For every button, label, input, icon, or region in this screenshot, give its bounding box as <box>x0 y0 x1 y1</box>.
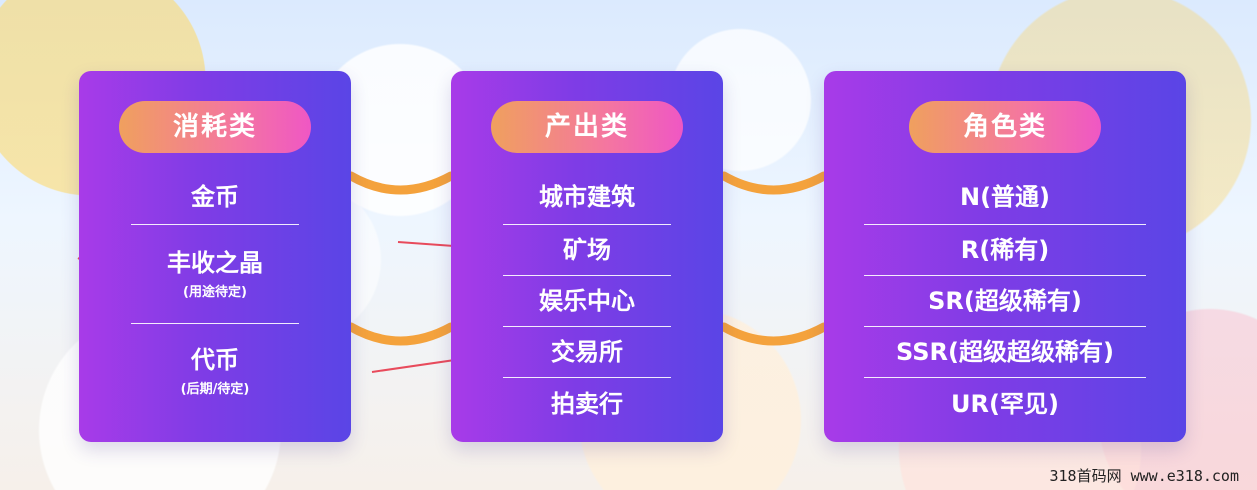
item-note: (用途待定) <box>183 285 247 300</box>
connector-top-left <box>346 171 456 195</box>
item-label: 丰收之晶 <box>167 249 263 277</box>
outputs-list: 城市建筑 矿场 娱乐中心 交易所 拍卖行 <box>451 170 723 430</box>
list-item-token: 代币 (后期/待定) <box>131 324 299 424</box>
item-note: (后期/待定) <box>180 382 250 397</box>
list-item-auction-house: 拍卖行 <box>551 390 623 418</box>
list-item-r-rare: R(稀有) <box>864 225 1146 276</box>
consumables-list: 金币 丰收之晶 (用途待定) 代币 (后期/待定) <box>79 170 351 424</box>
list-item-exchange: 交易所 <box>503 327 671 378</box>
category-title-consumables: 消耗类 <box>119 101 311 153</box>
watermark-text: 318首码网 www.e318.com <box>1049 467 1240 485</box>
connector-bottom-left <box>346 322 456 346</box>
characters-list: N(普通) R(稀有) SR(超级稀有) SSR(超级超级稀有) UR(罕见) <box>824 170 1186 430</box>
list-item-city-buildings: 城市建筑 <box>503 170 671 225</box>
list-item-sr-super-rare: SR(超级稀有) <box>864 276 1146 327</box>
list-item-n-normal: N(普通) <box>864 170 1146 225</box>
list-item-mine: 矿场 <box>503 225 671 276</box>
item-label: 金币 <box>191 183 239 211</box>
panel-consumables: 消耗类 金币 丰收之晶 (用途待定) 代币 (后期/待定) <box>79 71 351 442</box>
item-label: 代币 <box>191 346 239 374</box>
connector-top-right <box>719 171 829 195</box>
connector-bottom-right <box>719 322 829 346</box>
list-item-ur: UR(罕见) <box>951 390 1059 418</box>
list-item-coin: 金币 <box>131 170 299 225</box>
list-item-ssr: SSR(超级超级稀有) <box>864 327 1146 378</box>
list-item-entertainment-center: 娱乐中心 <box>503 276 671 327</box>
list-item-harvest-crystal: 丰收之晶 (用途待定) <box>131 225 299 324</box>
panel-outputs: 产出类 城市建筑 矿场 娱乐中心 交易所 拍卖行 <box>451 71 723 442</box>
panel-characters: 角色类 N(普通) R(稀有) SR(超级稀有) SSR(超级超级稀有) UR(… <box>824 71 1186 442</box>
category-title-characters: 角色类 <box>909 101 1101 153</box>
category-title-outputs: 产出类 <box>491 101 683 153</box>
